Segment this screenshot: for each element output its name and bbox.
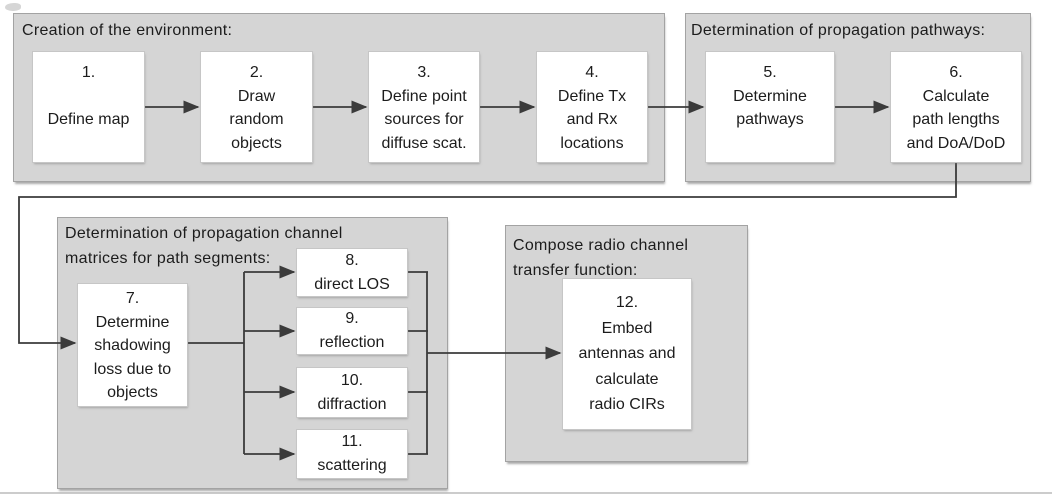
step-12-line: antennas and [578, 345, 676, 362]
step-4-line: and Rx [566, 111, 618, 128]
step-6-line: and DoA/DoD [906, 134, 1006, 152]
step-4-line: locations [560, 134, 624, 152]
step-10-box: 10. diffraction [296, 367, 408, 418]
step-11-number: 11. [341, 433, 363, 450]
step-12-line: Embed [601, 319, 653, 337]
step-6-box: 6. Calculate path lengths and DoA/DoD [890, 51, 1022, 163]
step-6-number: 6. [949, 64, 963, 81]
step-9-number: 9. [345, 310, 359, 327]
step-7-line: Determine [95, 313, 170, 331]
group-matrices-title-line1: Determination of propagation channel [65, 225, 343, 242]
scan-line-artifact [0, 492, 1052, 494]
step-12-line: radio CIRs [589, 396, 665, 413]
step-2-line: objects [231, 134, 282, 152]
step-3-line: sources for [384, 111, 464, 128]
step-12-number: 12. [615, 294, 639, 311]
group-compose-title-line1: Compose radio channel [513, 237, 689, 254]
step-7-number: 7. [125, 290, 140, 307]
step-1-line: Define map [47, 111, 130, 128]
step-12-box: 12. Embed antennas and calculate radio C… [562, 278, 692, 430]
step-4-box: 4. Define Tx and Rx locations [536, 51, 648, 163]
step-3-box: 3. Define point sources for diffuse scat… [368, 51, 480, 163]
step-9-line: reflection [319, 334, 385, 351]
step-8-box: 8. direct LOS [296, 248, 408, 297]
step-1-line [33, 85, 144, 109]
step-3-number: 3. [417, 64, 431, 81]
step-4-number: 4. [585, 64, 599, 81]
step-7-line: objects [107, 384, 158, 401]
step-6-line: path lengths [912, 111, 1000, 128]
group-environment-title: Creation of the environment: [22, 22, 233, 39]
step-9-box: 9. reflection [296, 307, 408, 355]
group-pathways-title: Determination of propagation pathways: [691, 22, 986, 39]
step-7-line: loss due to [93, 360, 172, 378]
step-8-line: direct LOS [314, 275, 390, 293]
step-2-number: 2. [249, 64, 264, 81]
step-12-line: calculate [595, 370, 659, 388]
step-2-line: Draw [237, 87, 276, 105]
step-11-box: 11. scattering [296, 429, 408, 479]
step-8-number: 8. [345, 251, 359, 269]
step-6-line: Calculate [922, 87, 990, 105]
step-5-box: 5. Determine pathways [705, 51, 835, 163]
group-compose-title: Compose radio channel transfer function: [513, 234, 688, 283]
step-7-line: shadowing [94, 337, 171, 354]
scan-smudge-artifact [5, 3, 21, 11]
step-2-line: random [229, 111, 284, 128]
step-3-line: Define point [381, 87, 467, 105]
step-10-number: 10. [340, 371, 364, 389]
step-4-line: Define Tx [557, 87, 627, 105]
step-7-box: 7. Determine shadowing loss due to objec… [77, 283, 188, 407]
step-11-line: scattering [317, 457, 387, 474]
step-1-box: 1. Define map [32, 51, 145, 163]
step-3-line: diffuse scat. [381, 134, 467, 152]
step-5-line: pathways [736, 111, 804, 128]
step-5-number: 5. [763, 64, 777, 81]
step-10-line: diffraction [317, 395, 387, 413]
step-1-number: 1. [81, 64, 96, 81]
step-2-box: 2. Draw random objects [200, 51, 313, 163]
step-5-line: Determine [733, 87, 807, 105]
